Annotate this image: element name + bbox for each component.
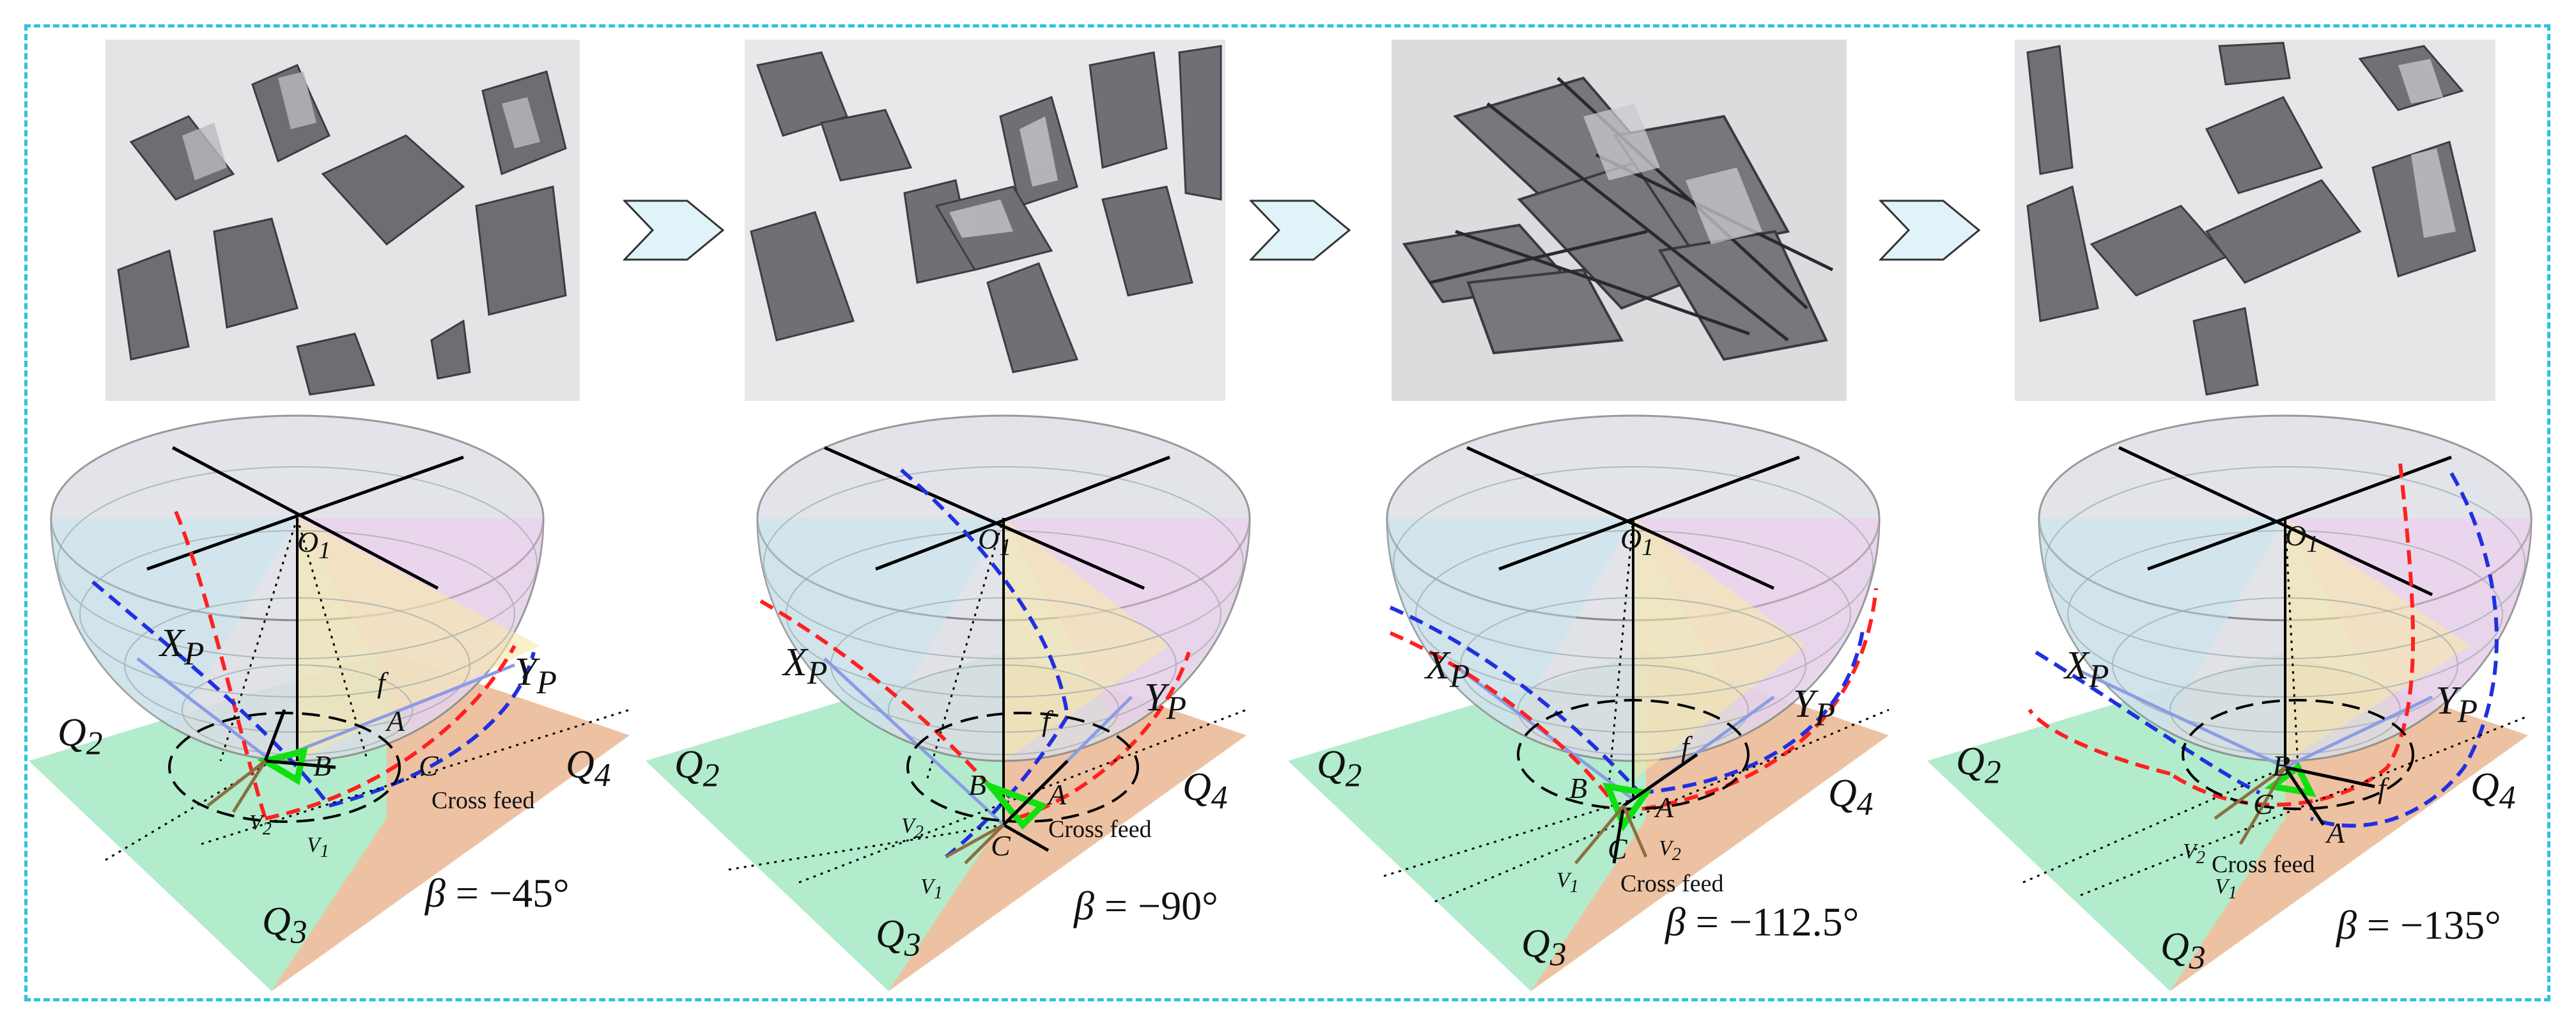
v1-label: V1 (920, 875, 943, 903)
o1-label: O1 (297, 526, 331, 565)
beta-angle-label: β = −135° (2336, 902, 2501, 948)
point-c-label: C (2253, 788, 2273, 820)
cross-feed-label: Cross feed (2212, 851, 2315, 878)
sphere-diagram-panel-4: O1 XP YP Q2 Q3 Q4 A B C f V2 V1 Cross fe… (1927, 414, 2541, 991)
v2-label: V2 (249, 811, 272, 839)
point-a-label: A (387, 705, 405, 737)
q4-label: Q4 (566, 743, 611, 794)
chevron-right-arrow (622, 192, 725, 272)
chevron-right-arrow (1248, 192, 1352, 272)
feed-f-label: f (2378, 772, 2386, 804)
yp-label: YP (1793, 682, 1836, 733)
xp-label: XP (160, 622, 205, 673)
q2-label: Q2 (1317, 743, 1362, 794)
q3-label: Q3 (1521, 922, 1567, 973)
chip-photo-2 (745, 40, 1225, 401)
sphere-diagram-panel-3: O1 XP YP Q2 Q3 Q4 A B C f V2 V1 Cross fe… (1288, 414, 1902, 991)
beta-angle-label: β = −90° (1074, 883, 1218, 928)
yp-label: YP (515, 650, 557, 701)
o1-label: O1 (2285, 519, 2319, 558)
sphere-diagram-panel-2: O1 XP YP Q2 Q3 Q4 A B C f V2 V1 Cross fe… (646, 414, 1259, 991)
feed-f-label: f (1042, 705, 1050, 737)
cross-feed-label: Cross feed (1048, 816, 1152, 843)
q2-label: Q2 (674, 743, 720, 794)
point-c-label: C (419, 749, 438, 782)
point-a-label: A (1656, 791, 1674, 824)
feed-f-label: f (1681, 730, 1689, 763)
cross-feed-label: Cross feed (431, 787, 535, 814)
q2-label: Q2 (58, 711, 103, 762)
point-b-label: B (2272, 749, 2291, 782)
q3-label: Q3 (2161, 925, 2206, 976)
q2-label: Q2 (1956, 740, 2001, 791)
q4-label: Q4 (1828, 772, 1874, 823)
xp-label: XP (1425, 644, 1470, 695)
dashed-frame (24, 24, 2550, 1001)
point-b-label: B (968, 769, 987, 801)
cross-feed-label: Cross feed (1620, 870, 1724, 897)
yp-label: YP (1144, 676, 1187, 727)
v2-label: V2 (2183, 840, 2205, 868)
v1-label: V1 (307, 833, 329, 861)
beta-angle-label: β = −45° (425, 870, 570, 916)
point-c-label: C (991, 829, 1011, 862)
point-a-label: A (2327, 817, 2345, 849)
v1-label: V1 (1556, 868, 1579, 896)
xp-label: XP (783, 641, 828, 692)
o1-label: O1 (1620, 522, 1654, 561)
point-c-label: C (1608, 833, 1627, 865)
chip-photo-1 (105, 40, 580, 401)
point-b-label: B (1569, 772, 1588, 804)
feed-f-label: f (377, 666, 385, 699)
o1-label: O1 (978, 522, 1012, 561)
q4-label: Q4 (1183, 765, 1228, 817)
q3-label: Q3 (876, 912, 921, 964)
q3-label: Q3 (262, 900, 307, 951)
chip-photo-4 (2015, 40, 2495, 401)
xp-label: XP (2065, 644, 2109, 695)
v2-label: V2 (901, 814, 924, 842)
chevron-right-arrow (1878, 192, 1982, 272)
q4-label: Q4 (2471, 765, 2516, 817)
point-b-label: B (313, 749, 332, 782)
v2-label: V2 (1659, 836, 1681, 865)
yp-label: YP (2435, 679, 2478, 730)
chip-photo-3 (1392, 40, 1847, 401)
point-a-label: A (1048, 778, 1067, 811)
v1-label: V1 (2215, 875, 2237, 903)
sphere-diagram-panel-1: O1 XP YP Q2 Q3 Q4 A B C f V2 V1 Cross fe… (29, 414, 642, 991)
beta-angle-label: β = −112.5° (1665, 899, 1859, 944)
